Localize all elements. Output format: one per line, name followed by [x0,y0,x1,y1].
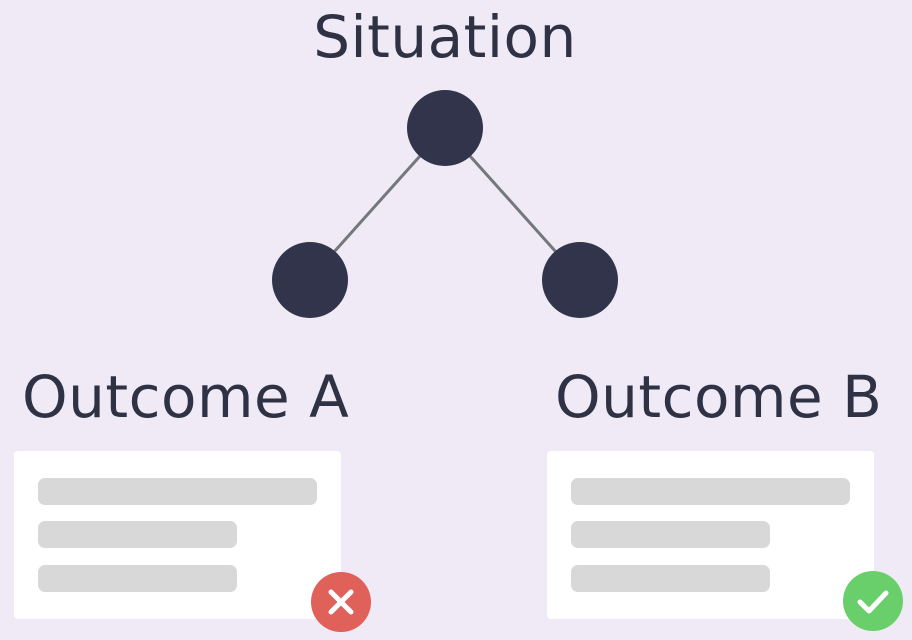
decision-tree [272,90,618,318]
outcome-b-card [547,451,874,619]
placeholder-line [38,565,237,592]
outcome-a-node [272,242,348,318]
edge-situation-to-outcome-b [468,154,558,254]
situation-label: Situation [313,3,577,71]
situation-node [407,90,483,166]
placeholder-line [38,521,237,548]
outcome-b-label: Outcome B [555,363,883,431]
x-icon [328,589,354,615]
placeholder-line [571,478,850,505]
edge-situation-to-outcome-a [332,154,422,254]
outcome-a-card [14,451,341,619]
placeholder-line [571,521,770,548]
outcome-b-node [542,242,618,318]
placeholder-line [571,565,770,592]
reject-badge [311,572,371,632]
outcome-a-label: Outcome A [22,363,350,431]
placeholder-line [38,478,317,505]
accept-badge [843,571,903,631]
check-icon [857,590,889,614]
